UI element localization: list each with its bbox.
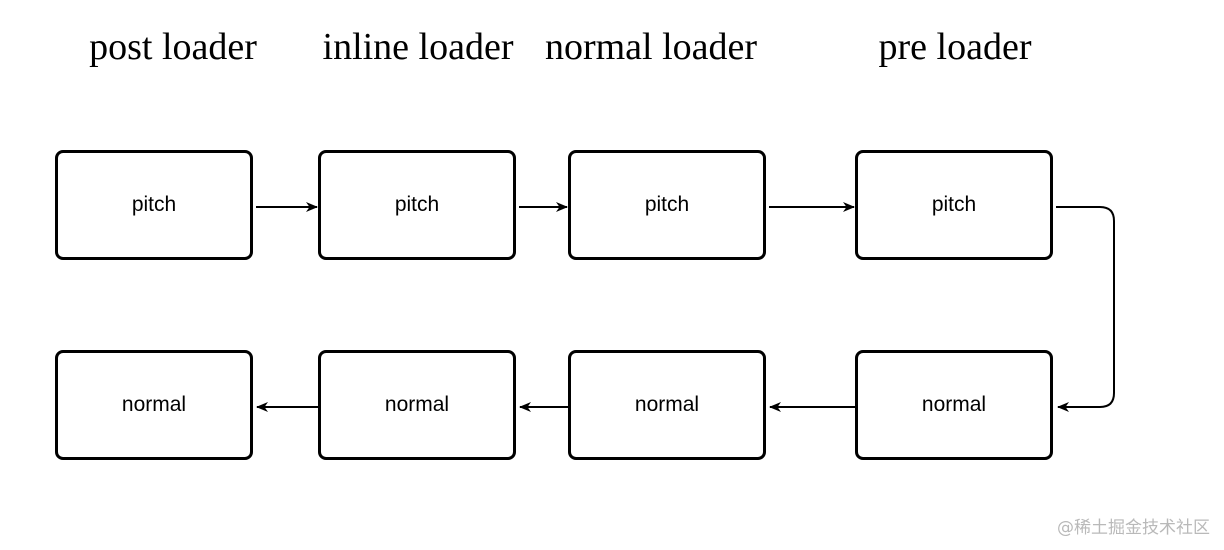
column-title-inline-loader: inline loader — [322, 26, 514, 68]
column-title-post-loader: post loader — [89, 26, 257, 68]
pitch-label: pitch — [131, 193, 177, 216]
normal-box-normal-loader: normal — [568, 350, 766, 460]
column-title-normal-loader: normal loader — [544, 26, 758, 68]
pitch-label: pitch — [394, 193, 440, 216]
pitch-label: pitch — [644, 193, 690, 216]
normal-box-post-loader: normal — [55, 350, 253, 460]
pitch-label: pitch — [931, 193, 977, 216]
arrow-pitch-pre-to-normal-pre — [1056, 206, 1115, 412]
pitch-box-inline-loader: pitch — [318, 150, 516, 260]
normal-box-inline-loader: normal — [318, 350, 516, 460]
column-title-pre-loader: pre loader — [878, 26, 1032, 68]
normal-label: normal — [384, 393, 450, 416]
watermark: @稀土掘金技术社区 — [1057, 518, 1210, 538]
normal-box-pre-loader: normal — [855, 350, 1053, 460]
pitch-box-normal-loader: pitch — [568, 150, 766, 260]
normal-label: normal — [634, 393, 700, 416]
normal-label: normal — [121, 393, 187, 416]
pitch-box-post-loader: pitch — [55, 150, 253, 260]
normal-label: normal — [921, 393, 987, 416]
pitch-box-pre-loader: pitch — [855, 150, 1053, 260]
